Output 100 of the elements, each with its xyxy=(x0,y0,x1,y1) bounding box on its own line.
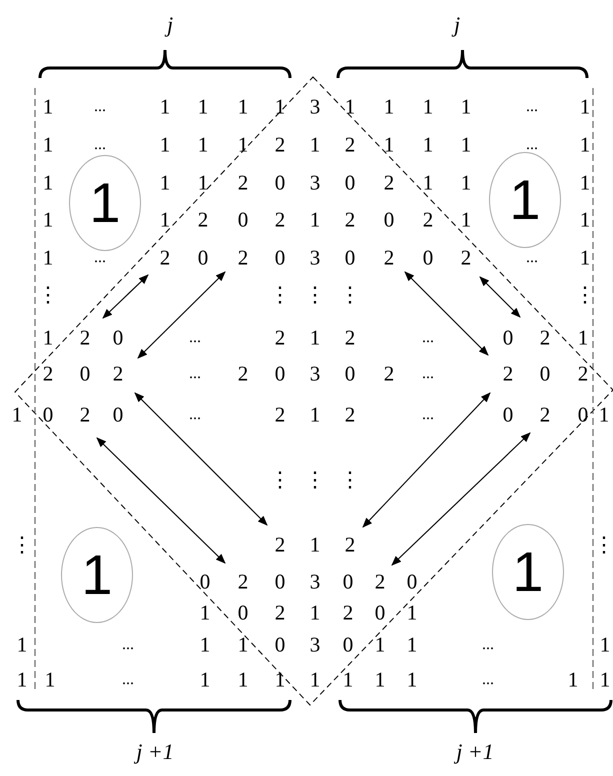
matrix-entry: 0 xyxy=(80,364,90,384)
ellipsis: ... xyxy=(526,250,538,266)
matrix-entry: 2 xyxy=(238,572,248,592)
matrix-entry: 2 xyxy=(344,328,356,348)
matrix-entry: 1 xyxy=(42,328,54,348)
matrix-entry: 3 xyxy=(310,634,320,656)
matrix-entry: 2 xyxy=(344,134,356,156)
matrix-entry: 1 xyxy=(12,404,22,426)
block-label: 1 xyxy=(509,172,541,228)
matrix-entry: 0 xyxy=(238,210,248,230)
matrix-entry: 2 xyxy=(422,210,434,230)
matrix-entry: 0 xyxy=(344,248,356,268)
matrix-entry: 0 xyxy=(112,404,124,426)
vertical-ellipsis: ⋮ xyxy=(38,284,58,306)
matrix-entry: 1 xyxy=(274,96,286,118)
matrix-entry: 1 xyxy=(310,134,320,156)
matrix-entry: 1 xyxy=(42,134,54,156)
matrix-entry: 2 xyxy=(42,364,54,384)
matrix-entry: 1 xyxy=(344,96,356,118)
matrix-entry: 0 xyxy=(502,328,514,348)
matrix-entry: 1 xyxy=(42,210,54,230)
matrix-entry: 0 xyxy=(274,172,286,194)
matrix-entry: 0 xyxy=(384,210,394,230)
matrix-entry: 1 xyxy=(374,634,386,656)
matrix-entry: 2 xyxy=(80,404,90,426)
matrix-entry: 0 xyxy=(344,172,356,194)
matrix-entry: 1 xyxy=(310,670,320,690)
vertical-ellipsis: ⋮ xyxy=(304,284,326,306)
matrix-entry: 1 xyxy=(160,134,170,156)
matrix-entry: 2 xyxy=(540,328,550,348)
matrix-entry: 0 xyxy=(200,572,210,592)
axis-label: j +1 xyxy=(136,741,174,763)
vertical-ellipsis: ⋮ xyxy=(304,470,326,490)
matrix-entry: 1 xyxy=(600,670,610,690)
matrix-entry: 2 xyxy=(460,248,472,268)
matrix-entry: 2 xyxy=(80,328,90,348)
matrix-entry: 1 xyxy=(16,634,28,656)
vertical-ellipsis: ⋮ xyxy=(270,284,290,306)
matrix-entry: 1 xyxy=(238,634,248,656)
ellipsis: ... xyxy=(189,330,201,346)
matrix-entry: 3 xyxy=(310,364,320,384)
vertical-ellipsis: ⋮ xyxy=(340,284,360,306)
ellipsis: ... xyxy=(189,366,201,382)
matrix-entry: 1 xyxy=(200,602,210,624)
matrix-entry: 2 xyxy=(274,602,286,624)
matrix-entry: 1 xyxy=(578,328,588,348)
matrix-entry: 0 xyxy=(344,364,356,384)
matrix-entry: 0 xyxy=(422,248,434,268)
matrix-entry: 0 xyxy=(502,404,514,426)
matrix-entry: 1 xyxy=(422,96,434,118)
matrix-entry: 1 xyxy=(238,134,248,156)
matrix-entry: 1 xyxy=(460,172,472,194)
matrix-entry: 2 xyxy=(384,364,394,384)
matrix-entry: 1 xyxy=(160,210,170,230)
vertical-ellipsis: ⋮ xyxy=(340,470,360,490)
matrix-entry: 1 xyxy=(580,210,590,230)
ellipsis: ... xyxy=(526,137,538,153)
circled-number xyxy=(492,524,564,620)
matrix-entry: 1 xyxy=(460,96,472,118)
matrix-entry: 2 xyxy=(342,602,354,624)
matrix-entry: 1 xyxy=(310,328,320,348)
matrix-entry: 1 xyxy=(160,96,170,118)
matrix-entry: 0 xyxy=(274,634,286,656)
matrix-entry: 0 xyxy=(274,572,286,592)
matrix-entry: 1 xyxy=(274,670,286,690)
block-label: 1 xyxy=(89,175,121,231)
ellipsis: ... xyxy=(122,637,134,653)
matrix-entry: 0 xyxy=(406,572,418,592)
matrix-entry: 0 xyxy=(578,404,588,426)
matrix-entry: 2 xyxy=(384,172,394,194)
matrix-entry: 2 xyxy=(274,134,286,156)
matrix-entry: 3 xyxy=(310,572,320,592)
matrix-entry: 1 xyxy=(160,172,170,194)
matrix-entry: 1 xyxy=(580,172,590,194)
ellipsis: ... xyxy=(94,250,106,266)
matrix-entry: 2 xyxy=(274,210,286,230)
matrix-entry: 2 xyxy=(160,248,170,268)
ellipsis: ... xyxy=(422,330,434,346)
matrix-entry: 1 xyxy=(310,404,320,426)
matrix-entry: 1 xyxy=(44,670,56,690)
matrix-entry: 1 xyxy=(198,134,208,156)
matrix-entry: 1 xyxy=(342,670,354,690)
matrix-entry: 0 xyxy=(274,364,286,384)
matrix-entry: 1 xyxy=(406,602,418,624)
vertical-ellipsis: ⋮ xyxy=(574,284,596,306)
matrix-entry: 1 xyxy=(198,172,208,194)
circled-number xyxy=(61,527,133,623)
matrix-entry: 2 xyxy=(274,328,286,348)
matrix-entry: 3 xyxy=(310,172,320,194)
ellipsis: ... xyxy=(482,672,494,688)
ellipsis: ... xyxy=(422,407,434,423)
matrix-entry: 2 xyxy=(344,210,356,230)
matrix-entry: 1 xyxy=(42,96,54,118)
matrix-entry: 0 xyxy=(238,602,248,624)
matrix-entry: 1 xyxy=(568,670,578,690)
matrix-entry: 1 xyxy=(374,670,386,690)
ellipsis: ... xyxy=(189,407,201,423)
matrix-entry: 1 xyxy=(600,634,610,656)
matrix-entry: 1 xyxy=(200,670,210,690)
ellipsis: ... xyxy=(526,99,538,115)
